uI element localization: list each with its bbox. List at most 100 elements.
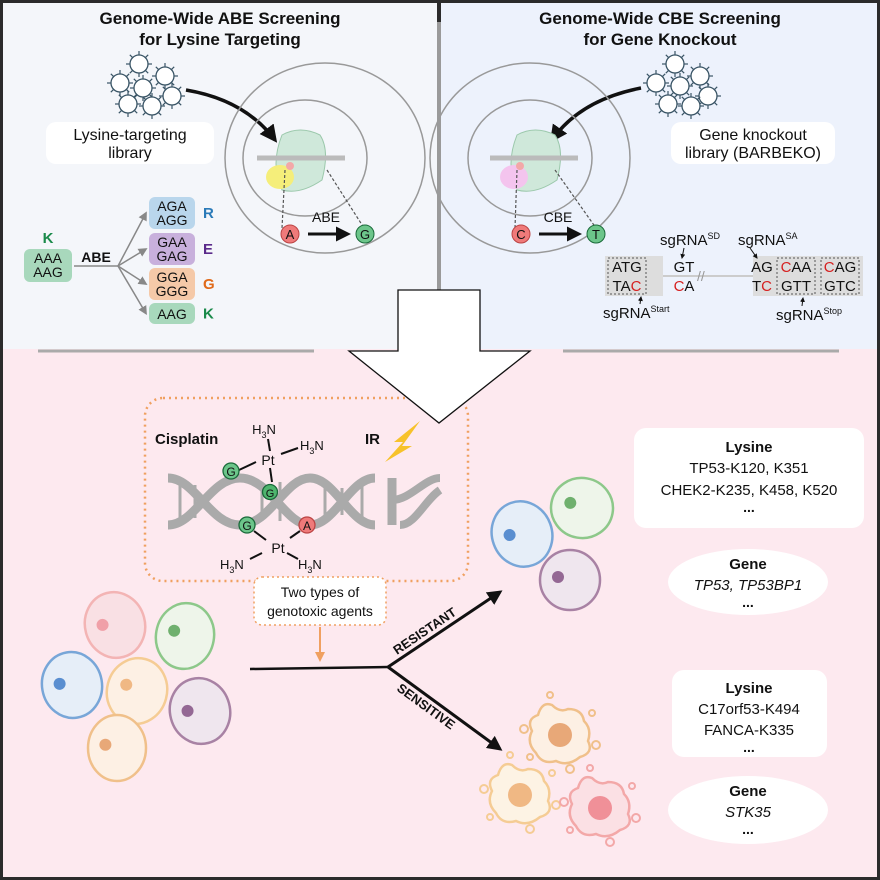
seq-sa-bottom: TC bbox=[752, 278, 772, 295]
codon-text: AGG bbox=[156, 212, 187, 228]
codon-outcome-k: AAG K bbox=[149, 303, 214, 324]
abe-base-g: G bbox=[360, 227, 370, 242]
amino-acid-label: K bbox=[203, 306, 214, 323]
abe-base-g-node bbox=[355, 224, 375, 244]
sensitive-gene-ellipse bbox=[668, 776, 828, 844]
seq-stop2-top: CAG bbox=[824, 259, 857, 276]
sgrna-sd-label: sgRNASD bbox=[660, 231, 721, 249]
codon-text: AGA bbox=[157, 198, 187, 214]
treatment-line bbox=[249, 665, 389, 671]
panel-divider bbox=[437, 22, 441, 349]
seq-stop1-bottom: GTT bbox=[781, 278, 811, 295]
seq-stop1-top: CAA bbox=[781, 259, 812, 276]
sensitive-lysine-box bbox=[672, 670, 827, 757]
cbe-title-line1: Genome-Wide CBE Screening bbox=[539, 9, 781, 28]
sgrna-sa-pointer bbox=[749, 247, 758, 259]
starting-cell-population bbox=[40, 590, 232, 783]
svg-text:H3N: H3N bbox=[220, 557, 244, 575]
codon-text: GGG bbox=[156, 283, 189, 299]
ir-label: IR bbox=[365, 431, 380, 448]
resistant-lysine-more: ... bbox=[743, 499, 755, 515]
sensitive-dying-cells bbox=[479, 691, 641, 847]
resistant-lysine-item-1: TP53-K120, K351 bbox=[689, 460, 808, 477]
cbe-editor-label: CBE bbox=[544, 209, 573, 225]
cell-icon bbox=[538, 548, 602, 612]
svg-text:G: G bbox=[266, 488, 275, 500]
codon-box bbox=[149, 197, 195, 229]
cbe-title-line2: for Gene Knockout bbox=[583, 30, 736, 49]
codon-box bbox=[149, 303, 195, 324]
codon-source-1: AAA bbox=[34, 250, 63, 266]
cbe-nucleus bbox=[467, 99, 593, 217]
abe-library-box bbox=[46, 122, 214, 164]
cisplatin-complex-top: H3N H3N Pt G G bbox=[222, 422, 324, 501]
sensitive-lysine-title: Lysine bbox=[726, 680, 773, 697]
cell-icon bbox=[154, 601, 216, 671]
abe-panel-bg bbox=[3, 3, 437, 349]
cbe-base-t: T bbox=[592, 227, 600, 242]
sensitive-lysine-item-2: FANCA-K335 bbox=[704, 722, 794, 739]
codon-fan-arrow bbox=[117, 265, 148, 285]
svg-text:G: G bbox=[226, 465, 235, 479]
svg-text:A: A bbox=[303, 519, 311, 533]
stop-codon-box-1 bbox=[776, 257, 816, 295]
codon-source-box bbox=[24, 249, 72, 282]
codon-fan-arrow bbox=[117, 265, 147, 316]
apoptotic-cell-icon bbox=[519, 691, 601, 774]
cbe-library-line2: library (BARBEKO) bbox=[685, 145, 821, 162]
seq-stop2-bottom: GTC bbox=[824, 278, 856, 295]
abe-cell-membrane bbox=[224, 62, 426, 254]
amino-acid-label: G bbox=[203, 276, 215, 293]
codon-fan-arrow bbox=[117, 211, 147, 267]
codon-source-2: AAG bbox=[33, 264, 63, 280]
svg-text:H3N: H3N bbox=[300, 438, 324, 456]
resistant-gene-items: TP53, TP53BP1 bbox=[694, 577, 802, 594]
resistant-gene-more: ... bbox=[742, 594, 754, 610]
resistant-arrow bbox=[387, 590, 503, 669]
cell-icon bbox=[490, 500, 554, 568]
abe-library-line2: library bbox=[108, 145, 152, 162]
abe-delivery-arrow bbox=[185, 88, 278, 143]
cell-icon bbox=[83, 590, 147, 660]
seq-start-bottom: TAC bbox=[613, 278, 642, 295]
codon-text: GAG bbox=[156, 248, 187, 264]
sgrna-stop-pointer bbox=[800, 297, 805, 307]
codon-fan-arrows bbox=[117, 211, 148, 316]
abe-base-a: A bbox=[286, 227, 295, 242]
gene-structure: // bbox=[605, 256, 863, 296]
sgrna-start-pointer bbox=[637, 296, 643, 305]
codon-text: GGA bbox=[156, 269, 188, 285]
cbe-cell-membrane bbox=[429, 62, 631, 254]
codon-box bbox=[149, 268, 195, 300]
cbe-target-base bbox=[516, 162, 524, 170]
codon-text: AAG bbox=[157, 306, 187, 322]
cell-icon bbox=[40, 650, 104, 720]
sensitive-gene-more: ... bbox=[742, 821, 754, 837]
resistant-cells bbox=[490, 476, 615, 612]
codon-text: GAA bbox=[157, 234, 187, 250]
lightning-bolt-icon bbox=[385, 421, 420, 462]
sensitive-gene-items: STK35 bbox=[725, 804, 772, 821]
abe-title-line2: for Lysine Targeting bbox=[139, 30, 301, 49]
break-marks: // bbox=[697, 268, 705, 284]
codon-source-aa: K bbox=[43, 230, 54, 247]
sgrna-sa-label: sgRNASA bbox=[738, 231, 798, 249]
abe-deaminase bbox=[266, 165, 294, 189]
abe-nucleus bbox=[242, 99, 368, 217]
stop-codon-box-2 bbox=[820, 257, 860, 295]
abe-editor-label: ABE bbox=[312, 209, 340, 225]
abe-target-base bbox=[286, 162, 294, 170]
seq-start-top: ATG bbox=[612, 259, 642, 276]
sensitive-arrow bbox=[387, 665, 503, 751]
sgrna-sd-pointer bbox=[680, 247, 686, 259]
seq-sd-top: GT bbox=[674, 259, 695, 276]
codon-box bbox=[149, 233, 195, 265]
start-codon-box bbox=[607, 257, 647, 295]
agents-caption-line1: Two types of bbox=[281, 584, 360, 600]
cisplatin-complex-bottom: G A Pt H3N H3N bbox=[220, 516, 322, 575]
codon-abe-label: ABE bbox=[81, 249, 111, 265]
sensitive-lysine-item-1: C17orf53-K494 bbox=[698, 701, 800, 718]
apoptotic-cell-icon bbox=[559, 764, 641, 847]
